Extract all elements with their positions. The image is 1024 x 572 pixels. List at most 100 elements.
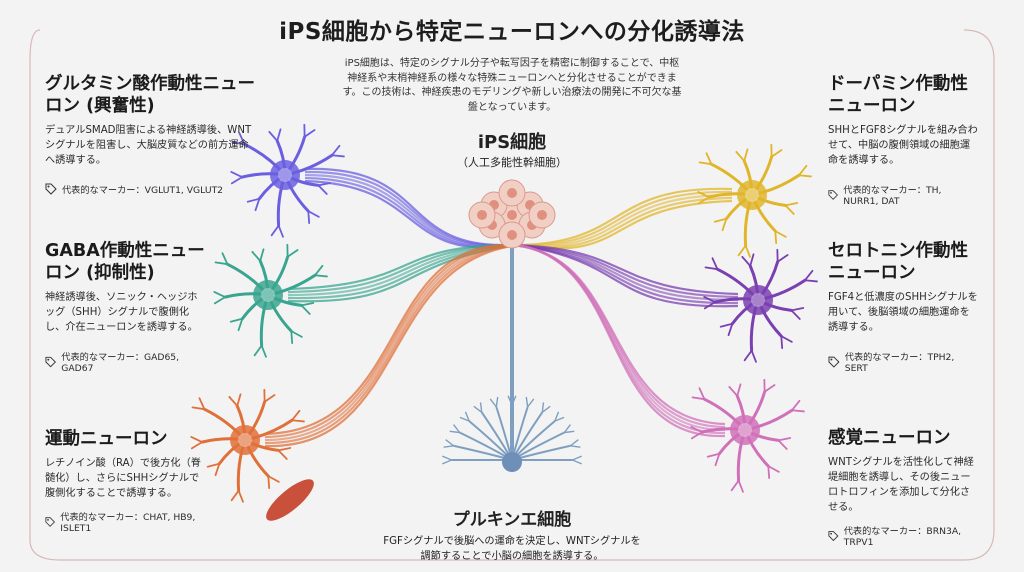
dendrite-branch <box>730 479 740 492</box>
dendrite-branch <box>790 309 801 320</box>
dendrite-branch <box>776 254 789 263</box>
dendrite-branch <box>541 402 545 413</box>
ips-subtitle: （人工多能性幹細胞） <box>457 156 567 169</box>
dendrite-branch <box>303 129 316 138</box>
section-title: プルキンエ細胞 <box>452 510 572 530</box>
dendrite-branch <box>314 264 324 277</box>
differentiation-path-gabaergic <box>287 243 507 291</box>
differentiation-path-dopaminergic <box>511 193 733 248</box>
dendrite-branch <box>230 176 243 185</box>
section-purkinje: プルキンエ細胞 FGFシグナルで後脳への運命を決定し、WNTシグナルを調節するこ… <box>380 505 644 564</box>
dendrite-branch <box>554 411 560 422</box>
dendrite-branch <box>307 210 311 225</box>
dendrite-branch <box>780 335 784 350</box>
differentiation-path-dopaminergic <box>508 190 733 247</box>
nucleus <box>738 423 752 437</box>
neuron-purkinje <box>442 245 582 472</box>
dendrite-branch <box>703 301 716 310</box>
dendrite-branch <box>307 210 320 218</box>
dendrite-branch <box>464 411 470 422</box>
marker-text: 代表的なマーカー：VGLUT1, VGLUT2 <box>62 185 224 196</box>
dendrite-branch <box>213 296 226 305</box>
dendrite-branch <box>236 393 242 407</box>
dendrite-branch <box>563 424 571 433</box>
neuron-serotonergic <box>703 248 818 363</box>
dendrite-branch <box>767 465 771 480</box>
differentiation-path-motor <box>264 243 510 439</box>
marker-text: 代表的なマーカー：GAD65, GAD67 <box>61 352 180 374</box>
dendrite-branch <box>750 349 757 363</box>
dendrite-branch <box>697 190 710 199</box>
dendrite-branch <box>507 395 513 406</box>
dendrite-branch <box>790 307 805 312</box>
stem-cell-nucleus <box>507 210 517 220</box>
dendrite-branch <box>719 322 734 328</box>
section-desc: レチノイン酸（RA）で後方化（脊髄化）し、さらにSHHシグナルで腹側化することで… <box>45 458 201 499</box>
dendrite-branch <box>774 230 787 238</box>
dendrite-branch <box>727 322 734 337</box>
section-dopaminergic: ドーパミン作動性ニューロン SHHとFGF8シグナルを組み合わせて、中脳の腹側領… <box>828 73 978 207</box>
dendrite-branch <box>767 465 780 473</box>
dendrite-branch <box>442 455 452 461</box>
soma <box>743 285 773 315</box>
dendrite-branch <box>572 455 582 461</box>
marker-row: 代表的なマーカー：TPH2, SERT <box>828 349 978 374</box>
dendrite-branch <box>798 164 808 177</box>
dendrite-branch <box>190 435 203 444</box>
nucleus <box>278 168 292 182</box>
differentiation-path-motor <box>264 243 507 436</box>
section-title: 運動ニューロン <box>45 429 168 449</box>
dendrite-branch <box>554 416 565 422</box>
dendrite-branch <box>704 266 719 271</box>
dendrite-branch <box>741 255 752 267</box>
stem-cell-nucleus <box>477 210 487 220</box>
differentiation-path-sensory <box>508 243 726 429</box>
marker-row: 代表的なマーカー：TH, NURR1, DAT <box>828 182 978 207</box>
section-desc: FGFシグナルで後脳への運命を決定し、WNTシグナルを調節することで小脳の細胞を… <box>383 536 641 562</box>
dendrite-branch <box>737 479 744 493</box>
dendrite-branch <box>277 224 284 238</box>
dendrite-branch <box>237 489 244 503</box>
dendrite-branch <box>459 416 470 422</box>
dendrite-branch <box>263 394 276 403</box>
differentiation-path-serotonergic <box>517 243 739 308</box>
dendrite-branch <box>229 317 244 323</box>
tag-icon <box>828 189 839 200</box>
dendrite-branch <box>473 405 483 413</box>
dendrite-branch <box>290 330 294 345</box>
dendrite-branch <box>246 197 261 203</box>
dendrite-branch <box>453 424 461 433</box>
dendrite-branch <box>564 430 575 434</box>
dendrite-branch <box>705 152 713 166</box>
dendrite-branch <box>495 396 499 407</box>
section-desc: FGF4と低濃度のSHHシグナルを用いて、後脳領域の細胞運命を誘導する。 <box>828 292 978 333</box>
neuron-sensory <box>690 378 805 493</box>
dendrite-branch <box>736 383 742 397</box>
section-title: GABA作動性ニューロン (抑制性) <box>45 241 205 283</box>
section-desc: SHHとFGF8シグナルを組み合わせて、中脳の腹側領域の細胞運命を誘導する。 <box>828 125 978 166</box>
tag-icon <box>828 356 840 368</box>
dendrite-branch <box>711 257 719 271</box>
marker-text: 代表的なマーカー：TH, NURR1, DAT <box>843 185 942 207</box>
section-motor: 運動ニューロン レチノイン酸（RA）で後方化（脊髄化）し、さらにSHHシグナルで… <box>45 428 205 534</box>
dendrite-branch <box>784 204 795 215</box>
differentiation-path-gabaergic <box>287 243 510 294</box>
section-desc: デュアルSMAD阻害による神経誘導後、WNTシグナルを阻害し、大脳皮質などの前方… <box>45 125 252 166</box>
dendrite-branch <box>230 170 243 179</box>
dendrite-branch <box>703 295 716 304</box>
dendrite-branch <box>331 144 341 157</box>
dendrite-branch <box>479 402 483 413</box>
differentiation-path-glutamatergic <box>304 170 510 247</box>
marker-row: 代表的なマーカー：VGLUT1, VGLUT2 <box>45 182 255 196</box>
soma <box>737 180 767 210</box>
frame-border <box>29 29 995 561</box>
dendrite-branch <box>511 395 517 406</box>
dendrite-branch <box>442 459 452 465</box>
muscle-fiber <box>266 479 314 521</box>
dendrite-branch <box>267 475 280 483</box>
section-title: ドーパミン作動性ニューロン <box>828 74 968 116</box>
dendrite-branch <box>300 302 315 307</box>
dendrite-branch <box>317 184 328 195</box>
ips-title: iPS細胞 <box>477 132 547 153</box>
